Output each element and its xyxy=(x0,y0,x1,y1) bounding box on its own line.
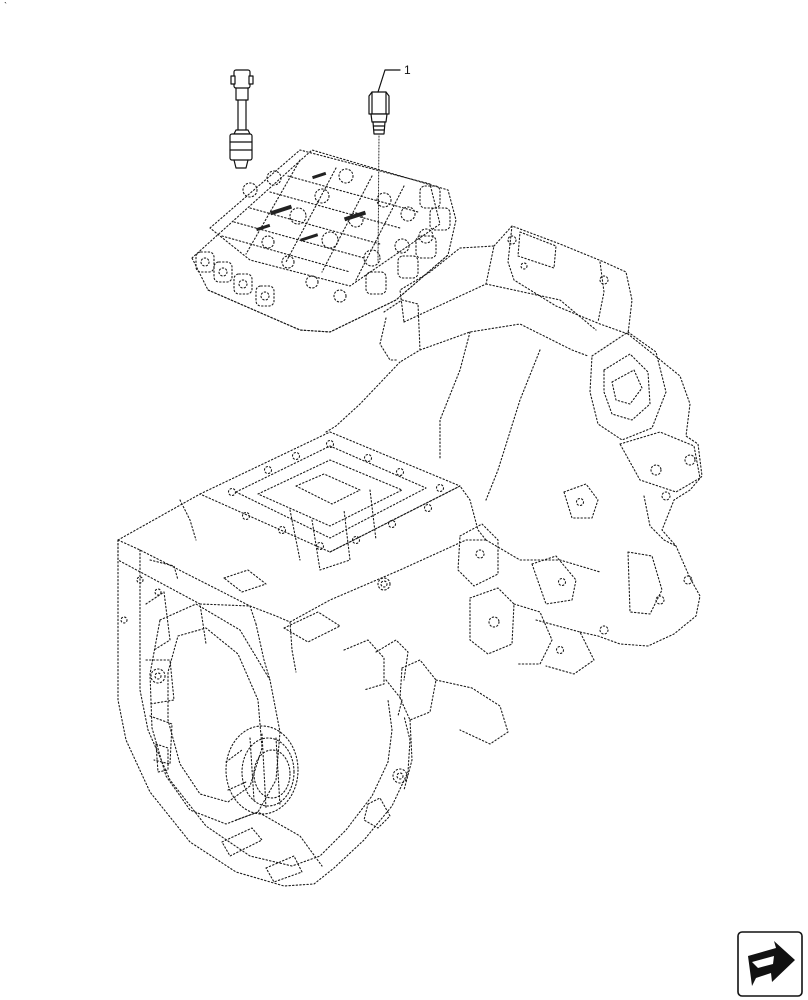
callout-1[interactable]: 1 xyxy=(377,63,411,93)
sensor-item-1[interactable] xyxy=(368,91,390,135)
corner-mark: ` xyxy=(4,1,7,11)
left-connector-sensor xyxy=(229,69,254,169)
hydraulic-valve-block xyxy=(191,149,457,333)
next-page-arrow-icon[interactable] xyxy=(737,931,803,997)
callout-label: 1 xyxy=(404,63,411,77)
assembly-center-line xyxy=(377,135,380,263)
transmission-housing xyxy=(117,225,703,887)
